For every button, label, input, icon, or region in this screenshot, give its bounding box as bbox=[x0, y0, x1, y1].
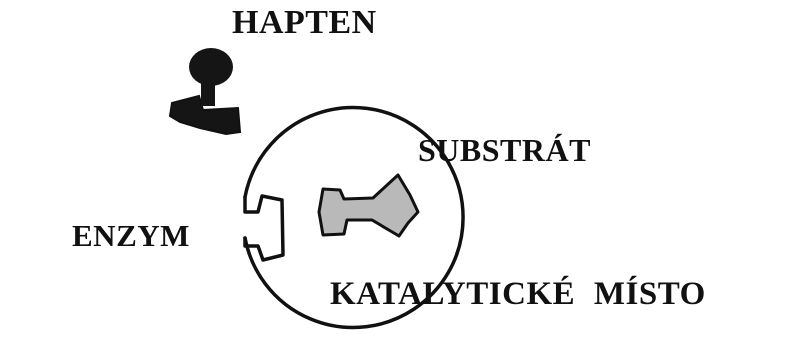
substrate-molecule bbox=[319, 175, 418, 236]
enzyme-label: ENZYM bbox=[72, 218, 190, 254]
hapten-knob bbox=[189, 48, 233, 86]
hapten-label: HAPTEN bbox=[232, 4, 377, 42]
catalytic-site-label: KATALYTICKÉ MÍSTO bbox=[330, 276, 706, 313]
substrate-label: SUBSTRÁT bbox=[418, 132, 591, 169]
catalytic-site-notch bbox=[245, 196, 283, 260]
